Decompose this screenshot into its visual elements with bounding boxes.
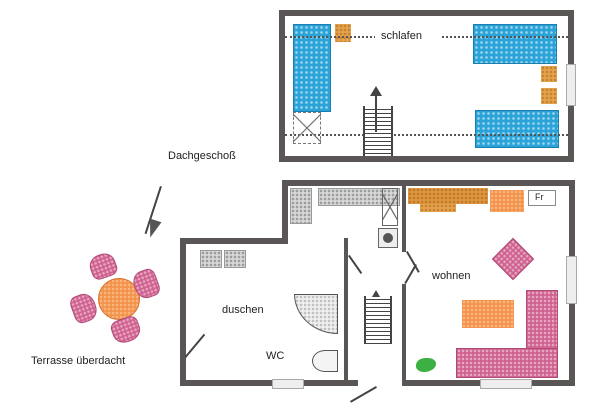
plant-icon: [416, 358, 436, 372]
coffee-table: [462, 300, 514, 328]
kitchen-counter: [318, 188, 400, 206]
living-window-bottom: [480, 379, 532, 389]
bed-left: [293, 24, 331, 112]
stair-arrow-head-icon: [370, 86, 382, 96]
fridge-label: Fr: [535, 192, 544, 202]
outdoor-label-terrasse: Terrasse überdacht: [31, 355, 126, 367]
attic-wall-left: [279, 10, 285, 162]
floor-label-dachgeschoss: Dachgeschoß: [168, 150, 236, 162]
shower-tray: [294, 294, 338, 334]
room-label-wc: WC: [266, 350, 285, 362]
living-sideboard-middle: [420, 204, 456, 212]
north-arrow-icon: [144, 186, 170, 250]
kitchen-cabinet-crossed: [382, 188, 398, 226]
attic-room-label-background: [375, 30, 441, 44]
door-living-lower[interactable]: [404, 264, 417, 284]
sofa-horizontal: [456, 348, 558, 378]
wall-kitchen-left: [282, 180, 288, 242]
attic-wall-bottom: [279, 156, 574, 162]
nightstand-left: [335, 24, 351, 42]
terrace-chair-top: [86, 250, 120, 282]
ground-floor: duschen WC Fr wohnen: [180, 180, 577, 403]
living-sideboard-left: [408, 188, 488, 204]
room-label-wohnen: wohnen: [432, 270, 471, 282]
hatch-symbol: [293, 112, 321, 144]
stove-burner: [383, 233, 393, 243]
door-terrace[interactable]: [184, 334, 206, 358]
roof-slope-line-bottom: [285, 134, 568, 136]
wall-living-left-bottom: [402, 284, 406, 384]
living-shelf: [490, 190, 524, 212]
living-window-right: [566, 256, 577, 304]
wall-bath-left: [180, 238, 186, 384]
north-arrow-head: [144, 218, 162, 240]
bath-window-bottom: [272, 379, 304, 389]
attic-staircase: [363, 106, 393, 156]
bed-top-right: [473, 24, 557, 64]
stair-arrow-up-icon: [375, 92, 377, 132]
terrace-chair-left: [67, 290, 101, 326]
attic-floor: schlafen: [279, 10, 576, 162]
room-label-schlafen: schlafen: [381, 30, 422, 42]
wall-bath-top: [180, 238, 288, 244]
room-label-duschen: duschen: [222, 304, 264, 316]
wall-kitchen-top: [282, 180, 575, 186]
attic-window: [566, 64, 576, 106]
door-bath[interactable]: [348, 255, 362, 275]
nightstand-right-2: [541, 88, 557, 104]
nightstand-right-1: [541, 66, 557, 82]
ground-staircase: [364, 296, 392, 344]
door-entrance[interactable]: [350, 386, 377, 403]
wash-basin-right: [224, 250, 246, 268]
toilet-icon: [312, 350, 338, 372]
fridge: Fr: [528, 190, 556, 206]
wall-bottom-left: [180, 380, 358, 386]
kitchen-sink: [290, 188, 312, 224]
stove-icon: [378, 228, 398, 248]
wall-bath-right: [344, 238, 348, 384]
wash-basin-left: [200, 250, 222, 268]
terrace-furniture: [67, 248, 170, 348]
attic-wall-top: [279, 10, 574, 16]
bed-bottom-right: [475, 110, 559, 148]
wall-living-left-top: [402, 180, 406, 252]
armchair-diamond: [491, 237, 535, 281]
ground-stair-arrow-icon: [372, 290, 380, 297]
